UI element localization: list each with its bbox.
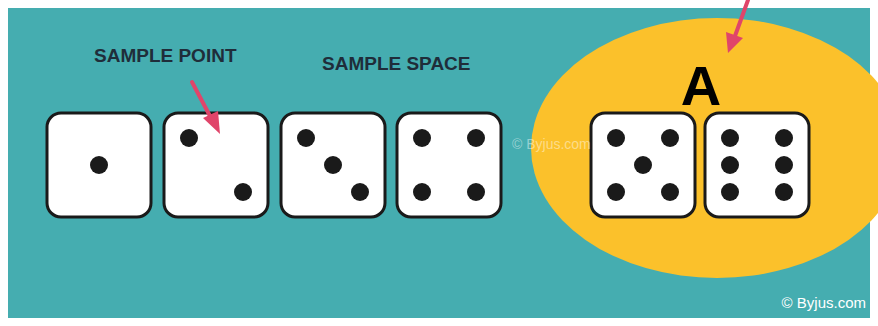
watermark: © Byjus.com (782, 294, 866, 311)
watermark: © Byjus.com (512, 136, 591, 152)
event-letter: A (681, 58, 721, 114)
dice-group (47, 113, 501, 217)
sample-point-label: SAMPLE POINT (94, 45, 237, 67)
die-face (47, 113, 151, 217)
die-face (397, 113, 501, 217)
die-face (591, 113, 695, 217)
die-face (705, 113, 809, 217)
sample-point-arrow (192, 82, 220, 134)
die-face (281, 113, 385, 217)
sample-space-label: SAMPLE SPACE (322, 53, 471, 75)
